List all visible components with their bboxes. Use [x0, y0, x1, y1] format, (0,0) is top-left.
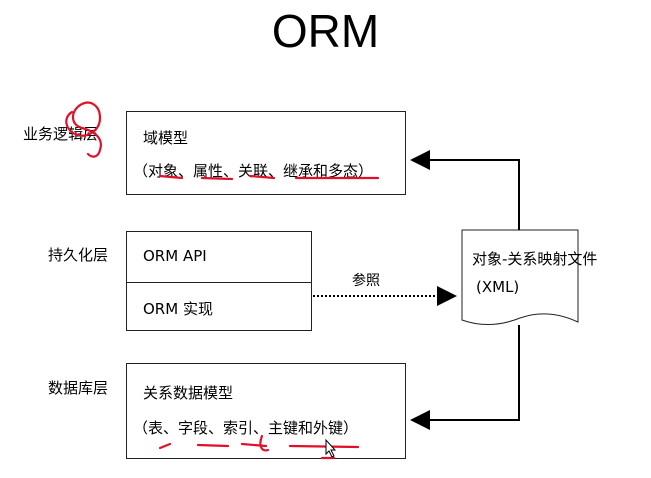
layer-label-database: 数据库层 [48, 379, 109, 397]
layer-label-persistence: 持久化层 [48, 246, 109, 264]
orm-api-label: ORM API [143, 247, 207, 265]
domain-model-title: 域模型 [143, 129, 189, 147]
underline-association [248, 174, 276, 180]
relational-model-detail: （表、字段、索引、主键和外键） [133, 419, 359, 437]
underline-table [158, 442, 172, 450]
underline-key-hook [259, 434, 270, 452]
underline-object [158, 174, 184, 180]
underline-primary-foreign-key [288, 444, 360, 449]
diagram-title: ORM [271, 5, 380, 57]
orm-impl-label: ORM 实现 [143, 300, 213, 318]
domain-model-box: 域模型 （对象、属性、关联、继承和多态） [126, 111, 406, 195]
handwritten-annotations [65, 101, 380, 460]
persistence-divider [127, 282, 311, 283]
layer-label-business: 业务逻辑层 [23, 125, 99, 143]
mapping-document-shape [461, 229, 579, 325]
reference-edge-label: 参照 [352, 273, 380, 289]
underline-property [200, 176, 234, 181]
mapping-doc-format: (XML) [476, 278, 520, 296]
relational-model-title: 关系数据模型 [143, 384, 234, 402]
cursor-icon [325, 438, 337, 458]
domain-model-detail: （对象、属性、关联、继承和多态） [133, 162, 374, 180]
underline-field [196, 443, 230, 448]
arrow-to-domain-model [410, 150, 520, 230]
arrow-to-relational-model [410, 325, 520, 430]
relational-model-box: 关系数据模型 （表、字段、索引、主键和外键） [126, 363, 406, 459]
underline-index [240, 442, 268, 448]
annotation-circle [65, 101, 102, 158]
mapping-doc-title: 对象-关系映射文件 [472, 250, 598, 268]
persistence-box: ORM API ORM 实现 [126, 231, 312, 331]
